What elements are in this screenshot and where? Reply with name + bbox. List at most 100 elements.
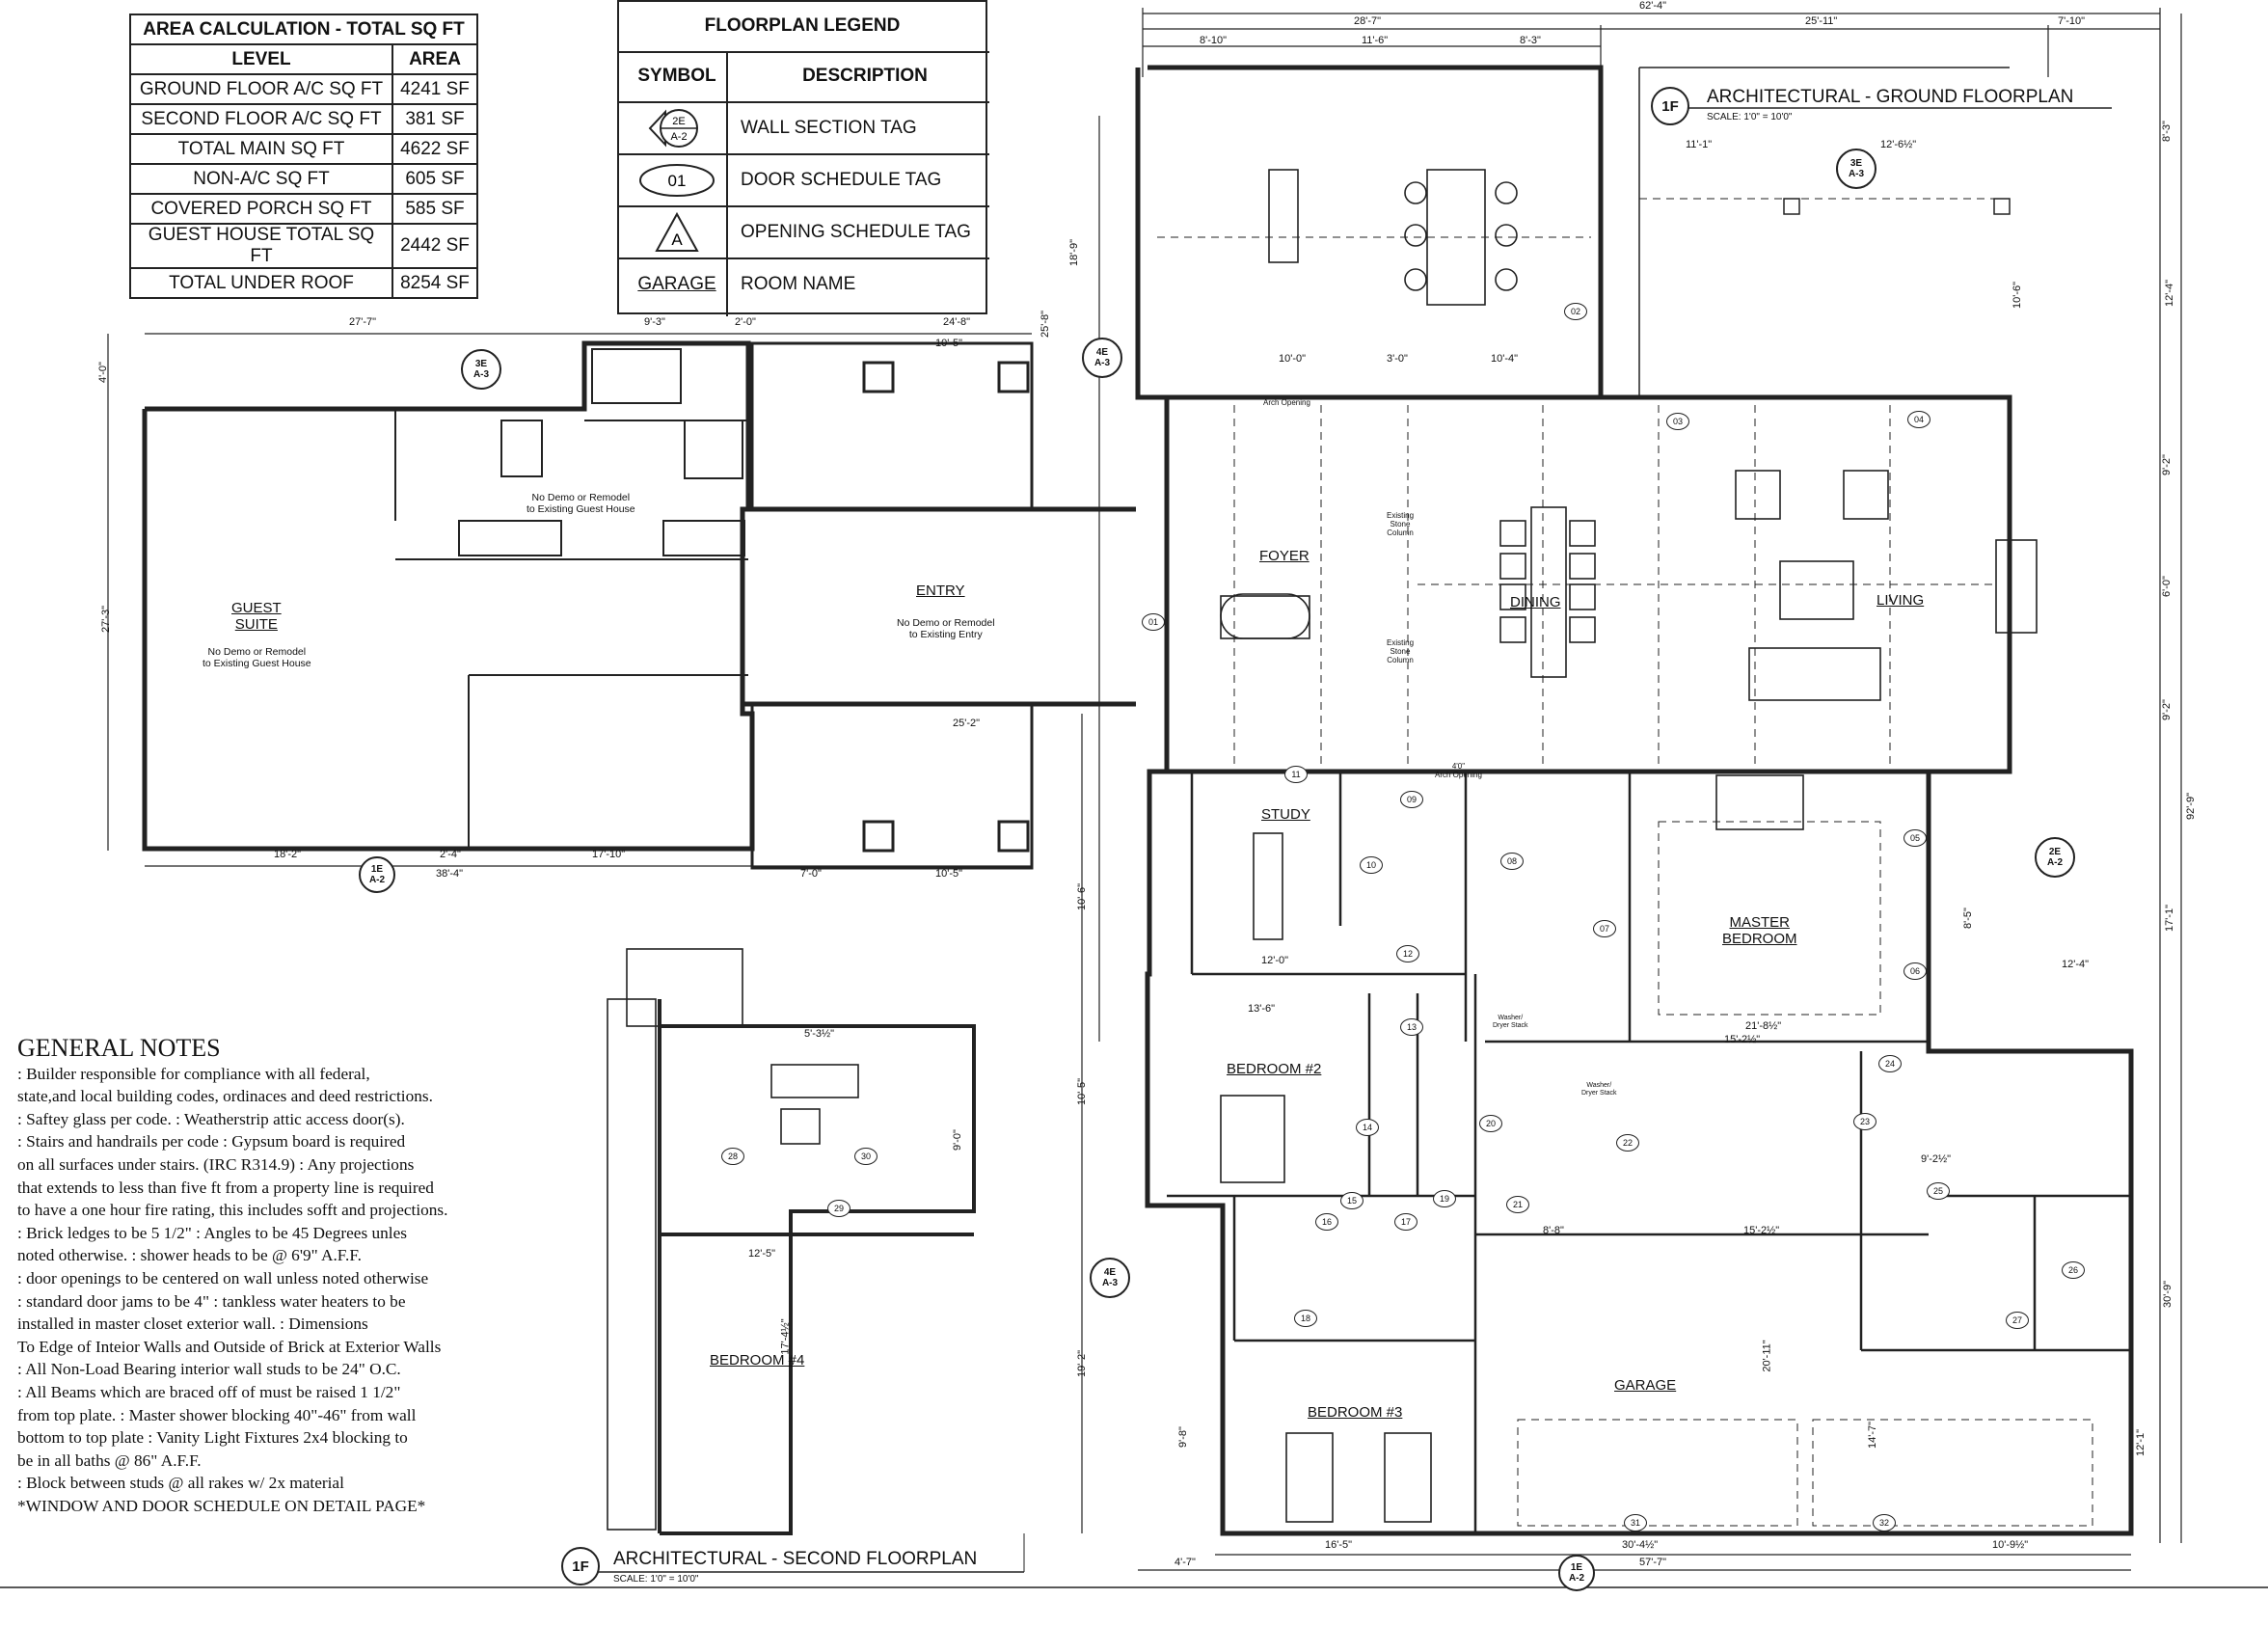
dimension-text: 8'-10" <box>1200 35 1228 46</box>
dimension-text: 57'-7" <box>1639 1557 1667 1568</box>
door-tag: 16 <box>1315 1213 1338 1231</box>
dimension-text: 10'-6" <box>1076 882 1089 911</box>
dimension-text: 14'-7" <box>1867 1421 1879 1450</box>
dimension-lines <box>107 8 2182 1571</box>
door-tag: 32 <box>1873 1514 1896 1531</box>
note-line: *WINDOW AND DOOR SCHEDULE ON DETAIL PAGE… <box>17 1496 426 1515</box>
area-col-area: AREA <box>392 43 478 75</box>
dimension-text: 38'-4" <box>436 868 464 880</box>
second-floor-walls <box>658 999 976 1535</box>
area-level: GROUND FLOOR A/C SQ FT <box>129 73 393 105</box>
room-master-bedroom: MASTER BEDROOM <box>1722 914 1797 947</box>
legend-description: WALL SECTION TAG <box>741 118 917 138</box>
washer-dryer-label: Washer/ Dryer Stack <box>1493 1015 1528 1029</box>
dimension-text: 4'-0" <box>96 362 109 383</box>
ground-floorplan-scale: SCALE: 1'0" = 10'0" <box>1707 112 1793 122</box>
door-tag: 25 <box>1927 1182 1950 1200</box>
dimension-text: 21'-8½" <box>1745 1020 1782 1032</box>
dimension-text: 17'-10" <box>592 849 626 860</box>
dimension-text: 6'-0" <box>2160 576 2173 597</box>
door-tag: 10 <box>1360 856 1383 874</box>
note-line: on all surfaces under stairs. (IRC R314.… <box>17 1154 415 1174</box>
note-line: to have a one hour fire rating, this inc… <box>17 1201 448 1220</box>
area-level: NON-A/C SQ FT <box>129 163 393 195</box>
dimension-text: 9'-2½" <box>1921 1153 1952 1165</box>
door-tag: 08 <box>1500 853 1524 870</box>
door-tag: 06 <box>1904 962 1927 980</box>
dimension-text: 10'-5" <box>935 868 963 880</box>
dimension-text: 27'-7" <box>349 316 377 328</box>
door-tag: 02 <box>1564 303 1587 320</box>
dimension-text: 7'-0" <box>800 868 822 880</box>
dimension-text: 10'-9½" <box>1992 1539 2029 1551</box>
door-tag: 01 <box>1142 613 1165 631</box>
general-notes: GENERAL NOTES : Builder responsible for … <box>17 1034 519 1517</box>
dimension-text: 11'-1" <box>1686 139 1713 150</box>
guest-suite-note: No Demo or Remodel to Existing Guest Hou… <box>202 646 311 669</box>
legend-row: GARAGE ROOM NAME <box>619 258 986 311</box>
door-tag: 20 <box>1479 1115 1502 1132</box>
dimension-text: 8'-5" <box>1961 908 1974 929</box>
dimension-text: 8'-3" <box>1520 35 1541 46</box>
dimension-text: 18'-2" <box>274 849 302 860</box>
door-tag: 07 <box>1593 920 1616 937</box>
dimension-text: 10'-4" <box>1491 353 1519 365</box>
note-line: state,and local building codes, ordinace… <box>17 1087 433 1106</box>
opening-tag-text: A <box>671 230 683 249</box>
interior-walls <box>1167 772 2131 1533</box>
furniture <box>1220 169 2038 1523</box>
legend-description: DOOR SCHEDULE TAG <box>741 170 942 190</box>
dimension-text: 4'-7" <box>1174 1557 1196 1568</box>
door-tag: 27 <box>2006 1312 2029 1329</box>
guest-suite-walls <box>142 340 1136 852</box>
area-level: SECOND FLOOR A/C SQ FT <box>129 103 393 135</box>
dimension-text: 30'-4½" <box>1622 1539 1659 1551</box>
door-tag: 15 <box>1340 1192 1364 1209</box>
area-value: 2442 SF <box>392 223 478 269</box>
legend-description: ROOM NAME <box>741 274 856 294</box>
area-value: 4622 SF <box>392 133 478 165</box>
dimension-text: 11'-6" <box>1362 35 1389 46</box>
room-dining: DINING <box>1510 594 1561 610</box>
opening-schedule-tag-icon: A <box>629 210 725 255</box>
area-level: TOTAL MAIN SQ FT <box>129 133 393 165</box>
area-value: 585 SF <box>392 193 478 225</box>
main-house-walls <box>1135 65 2134 1536</box>
note-line: : Brick ledges to be 5 1/2" : Angles to … <box>17 1223 407 1242</box>
note-line: installed in master closet exterior wall… <box>17 1314 368 1334</box>
room-bedroom-4: BEDROOM #4 <box>710 1352 805 1369</box>
dimension-text: 9'-2" <box>2160 699 2173 720</box>
dimension-text: 15'-2½" <box>1743 1225 1780 1236</box>
door-tag: 30 <box>854 1148 878 1165</box>
dimension-text: 10'-5" <box>1076 1077 1089 1106</box>
note-line: : Saftey glass per code. : Weatherstrip … <box>17 1109 405 1128</box>
door-tag: 05 <box>1904 829 1927 847</box>
legend-col-symbol: SYMBOL <box>637 66 716 86</box>
dimension-text: 27'-3" <box>100 605 113 634</box>
dimension-text: 25'-11" <box>1805 15 1838 27</box>
general-notes-title: GENERAL NOTES <box>17 1034 221 1062</box>
dimension-text: 25'-8" <box>1040 310 1052 339</box>
area-value: 381 SF <box>392 103 478 135</box>
door-tag: 18 <box>1294 1310 1317 1327</box>
dimension-text: 17'-1" <box>2164 904 2176 933</box>
dimension-text: 9'-2" <box>2160 454 2173 475</box>
door-tag: 31 <box>1624 1514 1647 1531</box>
second-floorplan-scale: SCALE: 1'0" = 10'0" <box>613 1574 699 1585</box>
dimension-text: 92'-9" <box>2185 792 2198 821</box>
room-bedroom-2: BEDROOM #2 <box>1227 1061 1322 1077</box>
room-garage: GARAGE <box>1614 1377 1677 1394</box>
door-tag: 28 <box>721 1148 744 1165</box>
legend-title: FLOORPLAN LEGEND <box>704 15 901 36</box>
door-tag: 12 <box>1396 945 1419 962</box>
note-line: noted otherwise. : shower heads to be @ … <box>17 1246 362 1265</box>
stone-column-label: Existing Stone Column <box>1387 638 1415 664</box>
dimension-text: 30'-9" <box>2162 1280 2174 1309</box>
